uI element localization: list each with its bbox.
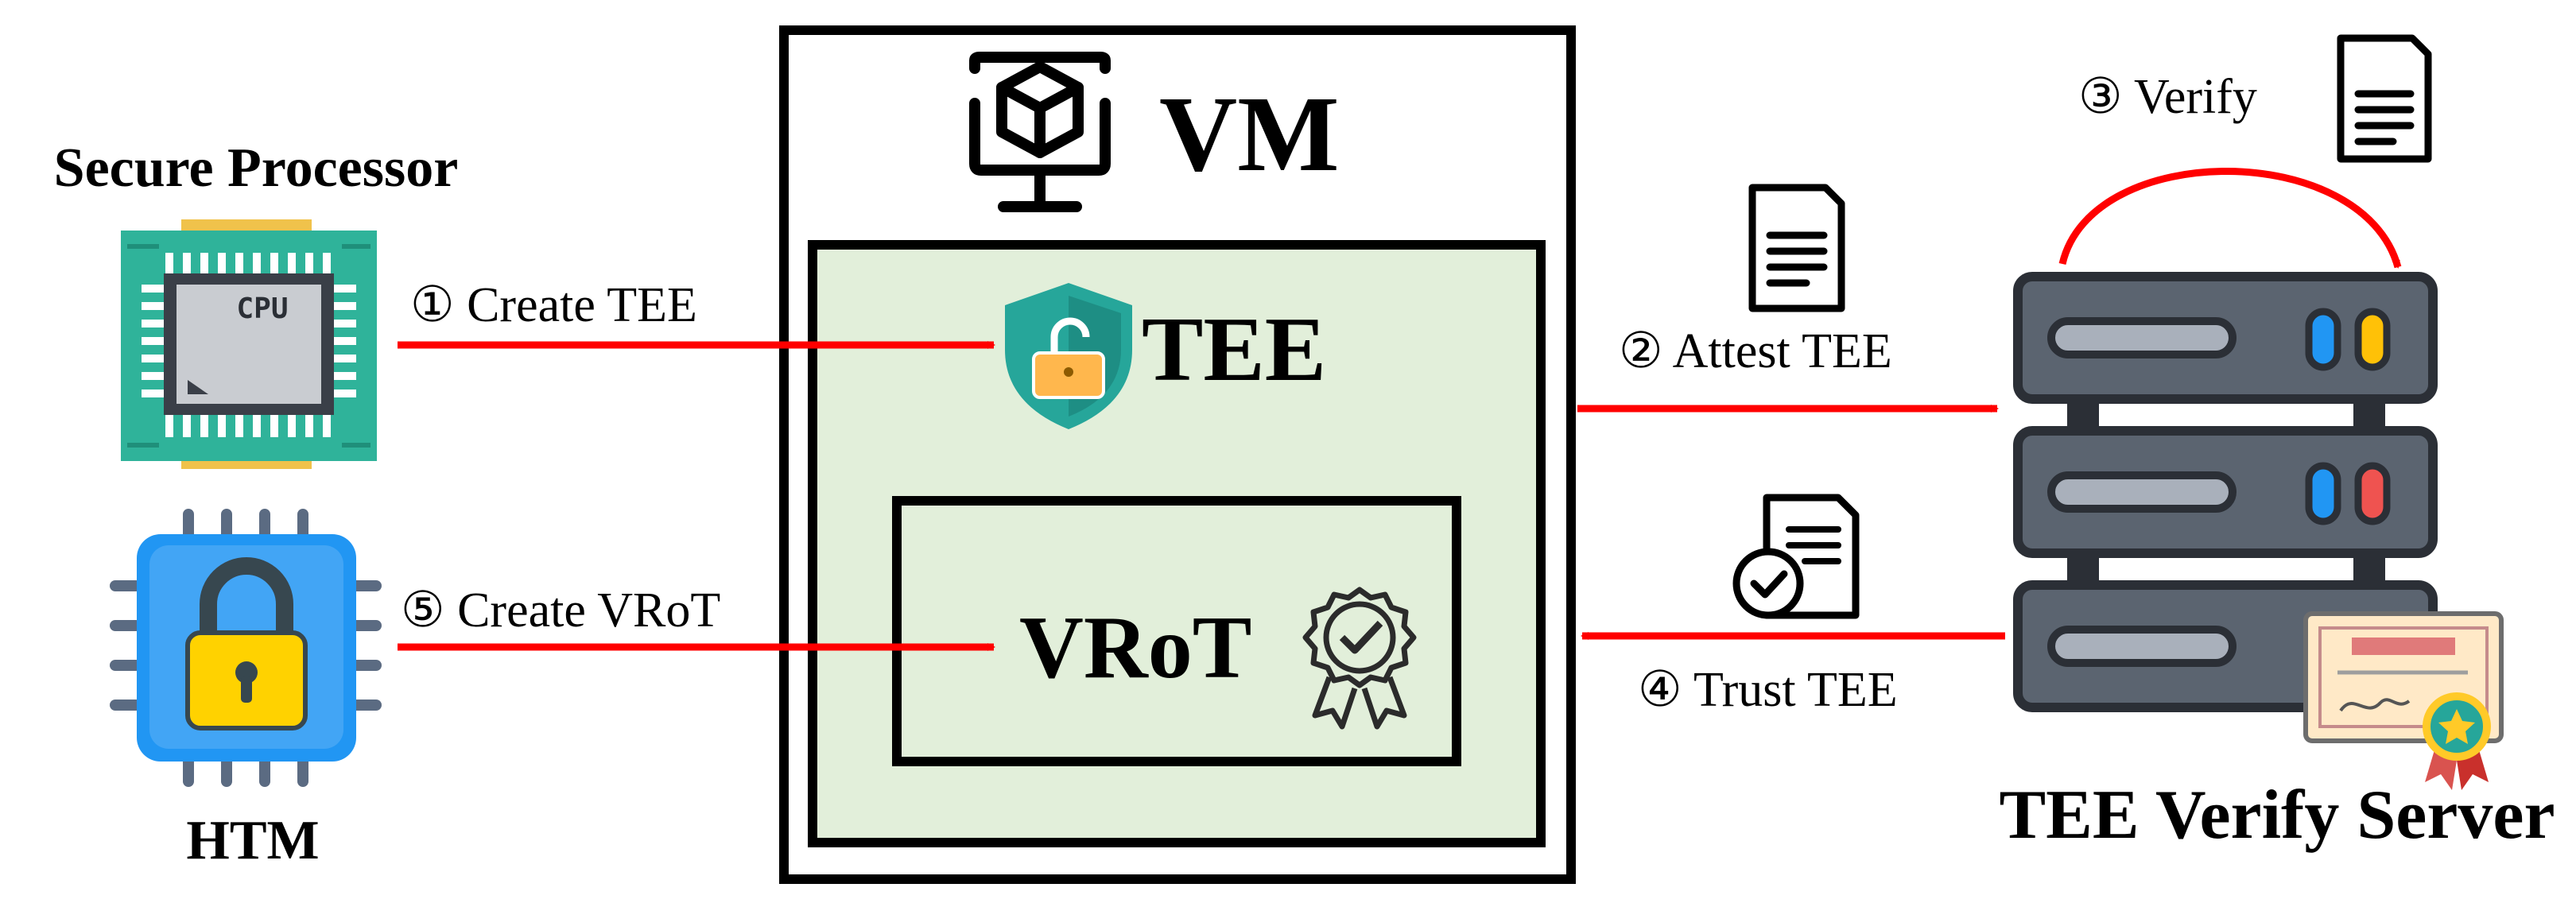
tee-title: TEE [1142,299,1326,401]
htm-chip-icon [110,509,382,787]
label-attest-tee: ② Attest TEE [1619,324,1892,378]
verified-document-icon [1732,494,1860,619]
cpu-chip-icon: CPU [121,219,377,469]
label-create-tee: ① Create TEE [410,278,697,332]
label-trust-tee: ④ Trust TEE [1638,663,1898,717]
label-create-vrot: ⑤ Create VRoT [401,583,720,638]
document-icon [1748,184,1845,312]
vm-title: VM [1159,75,1340,194]
cpu-chip-text: CPU [236,293,288,325]
secure-processor-title: Secure Processor [54,138,459,199]
label-verify: ③ Verify [2078,70,2257,124]
shield-unlock-icon [1005,283,1132,429]
htm-title: HTM [186,810,319,871]
badge-check-icon [1302,587,1417,730]
vrot-title: VRoT [1019,599,1251,697]
server-title: TEE Verify Server [1999,777,2555,854]
monitor-cube-icon [969,52,1111,212]
vrot-box [892,496,1461,766]
document-icon [2337,34,2432,163]
certificate-icon [2303,611,2504,790]
arrow-verify [2058,168,2402,269]
